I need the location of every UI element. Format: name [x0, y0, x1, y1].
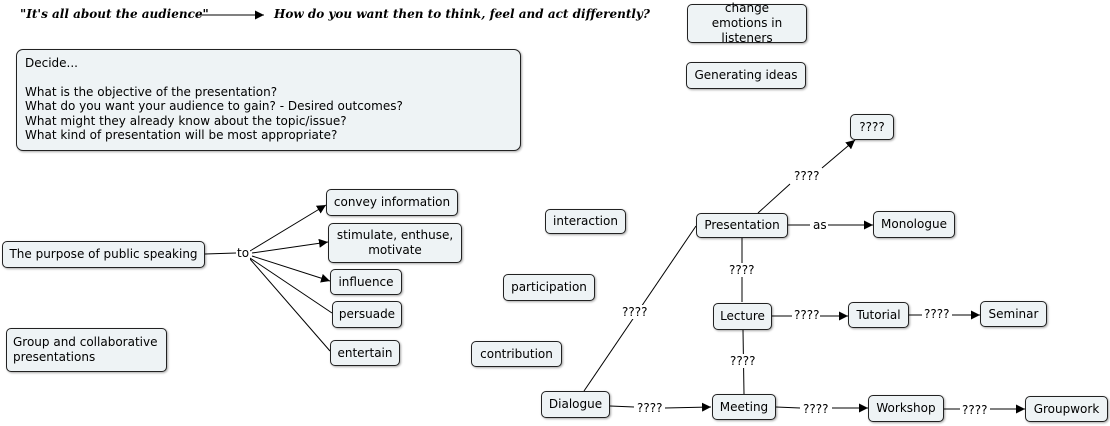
notes-line: What might they already know about the t… [25, 113, 347, 128]
node-presentation[interactable]: Presentation [696, 213, 788, 238]
to-convey-arrow [249, 204, 327, 252]
to-entertain-line [249, 258, 331, 352]
node-tutorial[interactable]: Tutorial [848, 302, 909, 328]
node-participation[interactable]: participation [503, 274, 595, 301]
decide-notes-box[interactable]: Decide... What is the objective of the p… [16, 49, 521, 151]
link-label-q-lecture-meeting: ???? [729, 354, 757, 368]
node-group-collaborative[interactable]: Group and collaborative presentations [6, 328, 167, 372]
notes-line: What is the objective of the presentatio… [25, 84, 278, 99]
question-top-arrow [821, 139, 856, 169]
notes-line: Decide... [25, 56, 78, 70]
link-label-q-top: ???? [793, 169, 821, 183]
link-label-as: as [812, 218, 828, 232]
node-seminar[interactable]: Seminar [980, 301, 1047, 327]
node-change-emotions[interactable]: change emotions in listeners [687, 1, 807, 45]
link-label-q-dialogue-pres: ???? [621, 305, 649, 319]
notes-line [25, 70, 512, 84]
node-monologue[interactable]: Monologue [873, 211, 955, 238]
link-label-q-meeting-workshop: ???? [802, 402, 830, 416]
dialogue-meeting-line [609, 405, 635, 408]
node-purpose[interactable]: The purpose of public speaking [2, 241, 205, 268]
node-interaction[interactable]: interaction [545, 209, 626, 234]
link-label-q-tutorial-seminar: ???? [923, 307, 951, 321]
link-label-to: to [236, 246, 251, 260]
node-stimulate[interactable]: stimulate, enthuse, motivate [328, 223, 462, 263]
link-label-q-pres-lecture: ???? [728, 263, 756, 277]
link-label-q-workshop-groupwork: ???? [961, 403, 989, 417]
pres-question-line [757, 183, 791, 214]
link-label-q-lecture-tutorial: ???? [793, 308, 821, 322]
node-influence[interactable]: influence [330, 269, 402, 295]
node-persuade[interactable]: persuade [332, 301, 402, 328]
purpose-to-line [204, 252, 237, 255]
to-stimulate-arrow [251, 238, 329, 254]
to-persuade-line [249, 257, 333, 314]
node-generating-ideas[interactable]: Generating ideas [686, 62, 806, 89]
node-workshop[interactable]: Workshop [868, 395, 944, 422]
node-meeting[interactable]: Meeting [712, 394, 776, 420]
node-convey-information[interactable]: convey information [326, 189, 458, 216]
notes-line: What do you want your audience to gain? … [25, 99, 403, 114]
link-label-q-dialogue-meeting: ???? [636, 401, 664, 415]
to-influence-arrow [251, 255, 331, 283]
notes-line: What kind of presentation will be most a… [25, 128, 338, 143]
node-dialogue[interactable]: Dialogue [541, 391, 610, 418]
node-groupwork[interactable]: Groupwork [1025, 396, 1108, 422]
node-question-top[interactable]: ???? [850, 114, 894, 140]
node-lecture[interactable]: Lecture [713, 303, 772, 330]
dialogue-meeting-arrow [664, 402, 712, 412]
header-question: How do you want then to think, feel and … [274, 7, 650, 21]
meeting-workshop-line [775, 406, 801, 409]
header-quote: "It's all about the audience" [20, 7, 209, 21]
node-contribution[interactable]: contribution [471, 341, 562, 367]
node-entertain[interactable]: entertain [330, 340, 400, 366]
